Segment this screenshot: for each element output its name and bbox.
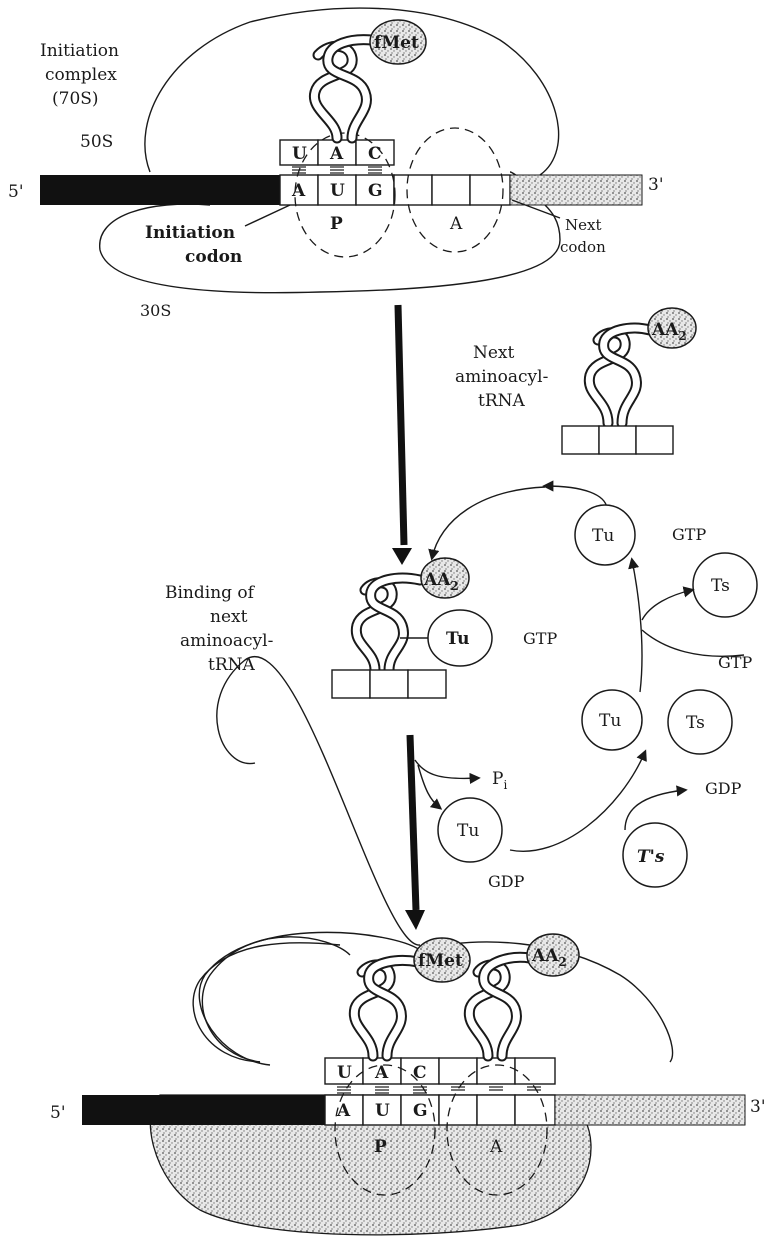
initiation-complex-panel: Initiation complex (70S) 50S 5' 3' 30S U…	[8, 8, 664, 320]
ts-handwritten-label: T's	[637, 847, 665, 867]
a-site-label-bottom: A	[489, 1137, 503, 1157]
binding-label-1: Binding of	[165, 583, 256, 603]
subunit-50s-outline-bottom	[217, 657, 420, 945]
next-codon-label-2: codon	[560, 238, 606, 256]
mrna-codon-boxes-bottom	[325, 1095, 555, 1125]
anticodon-top-u: U	[292, 144, 307, 164]
codon-bottom-g: G	[413, 1101, 428, 1121]
codon-bottom-u: U	[375, 1101, 390, 1121]
tu-ts-tu-label: Tu	[599, 711, 621, 731]
binding-anticodon-boxes	[332, 670, 446, 698]
anticodon-boxes-bottom	[325, 1058, 555, 1084]
binding-label-3: aminoacyl-	[180, 631, 273, 651]
mrna-speckled-segment	[510, 175, 642, 205]
fmet-label-top: fMet	[374, 33, 419, 53]
codon-top-g: G	[368, 181, 383, 201]
gtp-label-upper: GTP	[672, 525, 706, 544]
tu-release-arrow	[418, 765, 440, 808]
cycle-arrow-tugdp-to-tuts	[510, 752, 645, 851]
a-site-label-top: A	[449, 214, 463, 234]
anticodon-top-c: C	[368, 144, 382, 164]
subunit-50s-label: 50S	[80, 132, 113, 152]
codon-top-u: U	[330, 181, 345, 201]
tu-binding-label: Tu	[446, 629, 469, 649]
base-pair-ticks	[292, 167, 382, 173]
next-aminoacyl-label-3: tRNA	[478, 391, 526, 411]
cycle-arrow-tu-gtp-up	[545, 486, 607, 508]
gtp-label-binding: GTP	[523, 629, 557, 648]
mrna-speckled-segment-bottom	[555, 1095, 745, 1125]
pi-release-arrow	[415, 760, 478, 778]
tu-gtp-circle-label: Tu	[592, 526, 614, 546]
three-prime-label-top: 3'	[648, 175, 664, 195]
anticodon-bottom-u: U	[337, 1063, 352, 1083]
mrna-dark-segment	[40, 175, 280, 205]
fmet-label-bottom: fMet	[418, 951, 463, 971]
subunit-50s-outline-bottom-main	[193, 943, 340, 1062]
anticodon-bottom-a: A	[374, 1063, 389, 1083]
gdp-label-released: GDP	[705, 779, 742, 798]
cycle-arrow-to-binding	[432, 487, 545, 558]
mrna-dark-segment-bottom	[82, 1095, 325, 1125]
cycle-arrow-tuts-to-tugtp	[632, 560, 642, 692]
gtp-label-incoming: GTP	[718, 653, 752, 672]
binding-label-2: next	[210, 607, 248, 627]
ef-tu-ts-cycle: Tu GTP Ts GTP Tu Ts GDP T's Pi Tu GDP	[415, 486, 757, 891]
anticodon-top-a: A	[329, 144, 344, 164]
initiation-codon-pointer	[245, 205, 290, 226]
initiation-complex-label-1: Initiation	[40, 41, 119, 61]
binding-step: Binding of next aminoacyl- tRNA AA2 Tu G…	[165, 558, 557, 698]
next-trna-anticodon-boxes	[562, 426, 673, 454]
initiation-complex-label-3: (70S)	[52, 89, 99, 109]
subunit-50s-shell-bottom	[202, 937, 350, 1062]
initiation-complex-label-2: complex	[45, 65, 117, 85]
next-aminoacyl-label-2: aminoacyl-	[455, 367, 548, 387]
codon-top-a: A	[291, 181, 306, 201]
subunit-30s-label: 30S	[140, 301, 171, 320]
pi-label: Pi	[492, 769, 507, 792]
cycle-arrow-to-ts	[642, 590, 692, 620]
next-aminoacyl-label-1: Next	[473, 343, 515, 363]
initiation-codon-label-2: codon	[185, 247, 242, 267]
three-prime-label-bottom: 3'	[750, 1097, 766, 1117]
anticodon-bottom-c: C	[413, 1063, 427, 1083]
next-aminoacyl-trna: Next aminoacyl- tRNA AA2	[455, 308, 696, 454]
gdp-label-tu: GDP	[488, 872, 525, 891]
tu-gdp-label: Tu	[457, 821, 479, 841]
initiation-codon-label-1: Initiation	[145, 223, 235, 243]
p-site-label-top: P	[330, 214, 343, 234]
base-pair-ticks-bottom	[337, 1087, 541, 1093]
codon-bottom-a: A	[336, 1101, 351, 1121]
five-prime-label-bottom: 5'	[50, 1103, 66, 1123]
ts-released-label: Ts	[711, 576, 730, 596]
five-prime-label-top: 5'	[8, 182, 24, 202]
tu-ts-ts-label: Ts	[686, 713, 705, 733]
p-site-label-bottom: P	[374, 1137, 387, 1157]
next-codon-label-1: Next	[565, 216, 602, 234]
